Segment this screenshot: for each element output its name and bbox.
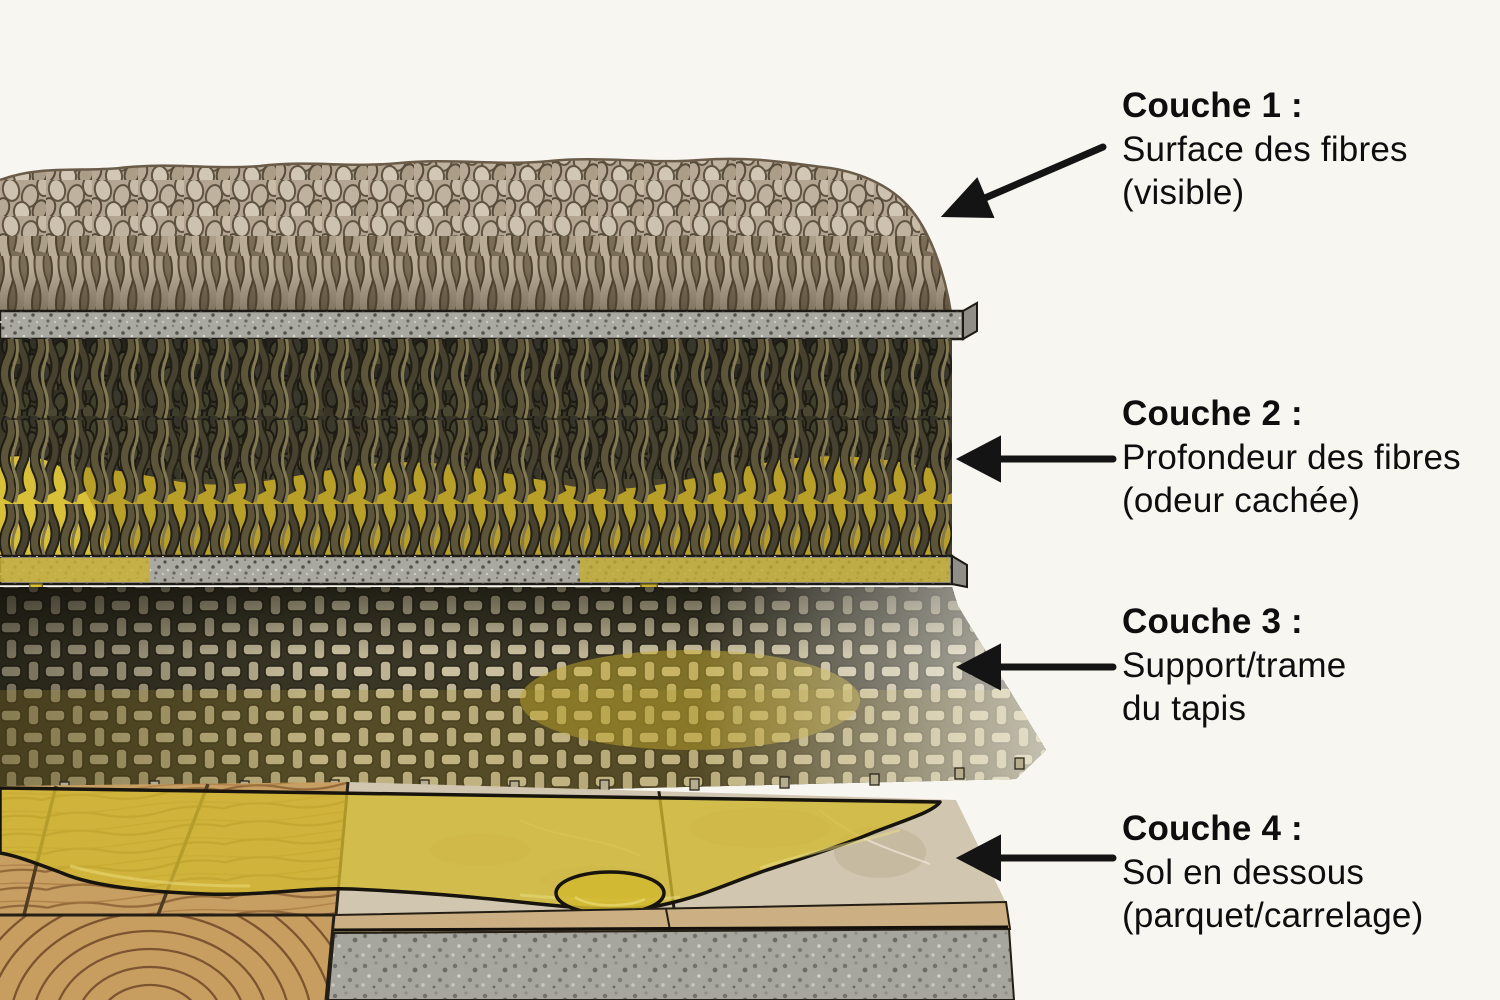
carpet-pile-outline bbox=[0, 157, 953, 314]
layer-3-support-mesh bbox=[0, 587, 1046, 794]
arrow-couche-4 bbox=[955, 834, 1117, 882]
urine-puddle-small bbox=[554, 870, 666, 916]
label-couche-3-line2: du tapis bbox=[1122, 689, 1247, 728]
backing-stain-right bbox=[580, 558, 950, 582]
arrow-couche-1 bbox=[940, 143, 1107, 219]
label-couche-4: Couche 4 : Sol en dessous (parquet/carre… bbox=[1122, 807, 1494, 938]
backing-slab-end-face bbox=[962, 301, 978, 341]
label-couche-3-line1: Support/trame bbox=[1122, 645, 1347, 685]
arrow-couche-3 bbox=[955, 643, 1117, 691]
label-couche-4-line2: (parquet/carrelage) bbox=[1122, 896, 1424, 935]
label-couche-2: Couche 2 : Profondeur des fibres (odeur … bbox=[1122, 392, 1494, 523]
label-couche-1-line2: (visible) bbox=[1122, 173, 1245, 212]
label-couche-1-title: Couche 1 : bbox=[1122, 86, 1303, 125]
label-couche-3: Couche 3 : Support/trame du tapis bbox=[1122, 600, 1494, 731]
arrow-couche-2 bbox=[955, 435, 1117, 483]
label-couche-1: Couche 1 : Surface des fibres (visible) bbox=[1122, 84, 1494, 215]
label-couche-4-title: Couche 4 : bbox=[1122, 809, 1303, 848]
layer-2-fiber-depth bbox=[0, 339, 952, 556]
label-couche-2-title: Couche 2 : bbox=[1122, 394, 1303, 433]
label-couche-3-title: Couche 3 : bbox=[1122, 602, 1303, 641]
concrete-base bbox=[326, 925, 1016, 1000]
layer-4-floor bbox=[0, 781, 1016, 1000]
label-couche-2-line1: Profondeur des fibres bbox=[1122, 437, 1461, 477]
wood-cross-section bbox=[0, 913, 336, 1000]
label-couche-2-line2: (odeur cachée) bbox=[1122, 481, 1361, 520]
label-couche-4-line1: Sol en dessous bbox=[1122, 852, 1365, 892]
label-couche-1-line1: Surface des fibres bbox=[1122, 129, 1408, 169]
layer-1-fiber-surface bbox=[0, 157, 953, 314]
backing-stain-left bbox=[0, 558, 150, 582]
